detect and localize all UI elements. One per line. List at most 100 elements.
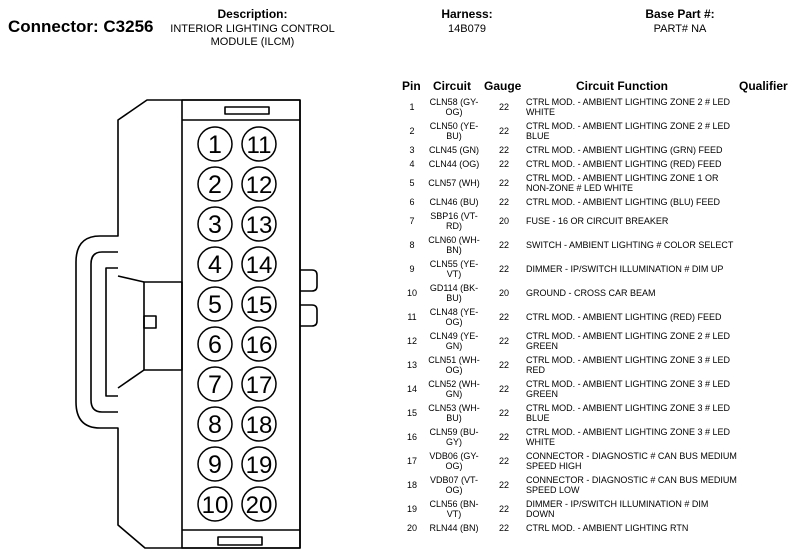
pin-label: 19 <box>246 452 273 479</box>
pin-number: 15 <box>406 408 417 418</box>
circuit: CLN52 (WH-GN) <box>428 379 480 399</box>
circuit-function: SWITCH - AMBIENT LIGHTING # COLOR SELECT <box>526 240 734 250</box>
gauge: 22 <box>498 264 509 274</box>
pin-cavity: 7 <box>197 366 233 402</box>
circuit-function: CONNECTOR - DIAGNOSTIC # CAN BUS MEDIUM … <box>526 451 737 471</box>
pinout-table: Pin Circuit Gauge Circuit Function Quali… <box>397 78 797 535</box>
circuit-function: DIMMER - IP/SWITCH ILLUMINATION # DIM DO… <box>526 499 709 519</box>
pin-number: 13 <box>406 360 417 370</box>
pin-number: 7 <box>409 216 415 226</box>
circuit-function: CTRL MOD. - AMBIENT LIGHTING ZONE 1 OR N… <box>526 173 719 193</box>
circuit: CLN53 (WH-BU) <box>428 403 480 423</box>
pin-cavity: 1 <box>197 126 233 162</box>
circuit-function: DIMMER - IP/SWITCH ILLUMINATION # DIM UP <box>526 264 724 274</box>
circuit: CLN58 (GY-OG) <box>429 97 479 117</box>
pin-cavity: 18 <box>241 406 277 442</box>
circuit: RLN44 (BN) <box>429 523 479 533</box>
pin-cavity: 8 <box>197 406 233 442</box>
gauge: 20 <box>498 216 509 226</box>
pin-number: 18 <box>406 480 417 490</box>
pin-cavity: 5 <box>197 286 233 322</box>
pin-number: 17 <box>406 456 417 466</box>
gauge: 22 <box>498 408 509 418</box>
key-slot-bottom <box>217 536 263 546</box>
circuit-function: CTRL MOD. - AMBIENT LIGHTING ZONE 2 # LE… <box>526 97 731 117</box>
gauge: 20 <box>498 288 509 298</box>
circuit-function: FUSE - 16 OR CIRCUIT BREAKER <box>526 216 669 226</box>
circuit-function: CONNECTOR - DIAGNOSTIC # CAN BUS MEDIUM … <box>526 475 737 495</box>
circuit: CLN57 (WH) <box>428 178 480 188</box>
pin-cavity: 12 <box>241 166 277 202</box>
pin-cavity: 16 <box>241 326 277 362</box>
pin-circle <box>197 406 233 442</box>
pin-cavity: 11 <box>241 126 277 162</box>
pin-number: 12 <box>406 336 417 346</box>
pin-label: 2 <box>208 171 222 199</box>
column-header-gauge: Gauge <box>484 79 522 93</box>
pin-number: 11 <box>407 312 417 322</box>
harness-label: Harness: <box>441 7 493 21</box>
gauge: 22 <box>498 480 509 490</box>
pin-circle <box>197 126 233 162</box>
gauge: 22 <box>498 102 509 112</box>
pin-cavity: 17 <box>241 366 277 402</box>
pin-cavity: 6 <box>197 326 233 362</box>
pin-label: 16 <box>246 332 273 359</box>
gauge: 22 <box>498 240 509 250</box>
gauge: 22 <box>498 159 509 169</box>
pin-cavity: 15 <box>241 286 277 322</box>
gauge: 22 <box>498 456 509 466</box>
pin-circle <box>197 166 233 202</box>
circuit: CLN48 (YE-OG) <box>429 307 479 327</box>
pin-label: 10 <box>202 492 229 519</box>
circuit-function: CTRL MOD. - AMBIENT LIGHTING (RED) FEED <box>526 312 722 322</box>
circuit: CLN46 (BU) <box>429 197 479 207</box>
circuit: CLN49 (YE-GN) <box>429 331 479 351</box>
circuit: CLN45 (GN) <box>428 145 479 155</box>
circuit-function: GROUND - CROSS CAR BEAM <box>526 288 656 298</box>
gauge: 22 <box>498 126 509 136</box>
circuit-function: CTRL MOD. - AMBIENT LIGHTING ZONE 3 # LE… <box>526 355 731 375</box>
gauge: 22 <box>498 384 509 394</box>
pin-label: 6 <box>208 331 222 359</box>
pin-circle <box>241 486 277 522</box>
pin-label: 4 <box>208 251 222 279</box>
circuit-function: CTRL MOD. - AMBIENT LIGHTING (RED) FEED <box>526 159 722 169</box>
gauge: 22 <box>498 336 509 346</box>
table-header: Pin Circuit Gauge Circuit Function Quali… <box>397 78 797 95</box>
pin-label: 15 <box>246 292 273 319</box>
key-slot-top <box>224 106 270 115</box>
pin-cavity: 13 <box>241 206 277 242</box>
pin-label: 17 <box>246 372 273 399</box>
gauge: 22 <box>498 145 509 155</box>
pin-label: 8 <box>208 411 222 439</box>
pin-circle <box>197 446 233 482</box>
harness-value: 14B079 <box>448 23 486 35</box>
pin-number: 2 <box>409 126 415 136</box>
column-header-function: Circuit Function <box>576 79 668 93</box>
pin-label: 5 <box>208 291 222 319</box>
base-part-label: Base Part #: <box>645 7 715 21</box>
gauge: 22 <box>498 178 509 188</box>
gauge: 22 <box>498 360 509 370</box>
pin-label: 13 <box>246 212 273 239</box>
column-header-circuit: Circuit <box>433 79 472 93</box>
pin-circle <box>241 246 277 282</box>
circuit-function: CTRL MOD. - AMBIENT LIGHTING RTN <box>526 523 689 533</box>
pin-circle <box>241 126 277 162</box>
connector-housing-outline <box>75 99 301 549</box>
pin-circle <box>241 366 277 402</box>
pin-circle <box>197 486 233 522</box>
pin-number: 20 <box>406 523 417 533</box>
pin-label: 1 <box>208 131 222 159</box>
